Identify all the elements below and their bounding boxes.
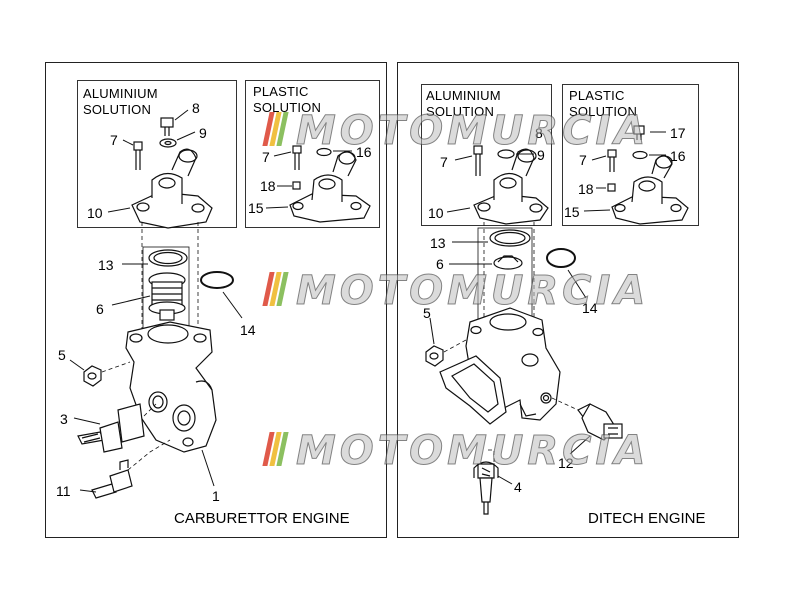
right-seal-ring-13 <box>452 227 533 323</box>
right-label-7-al: 7 <box>440 154 448 170</box>
left-label-6: 6 <box>96 301 104 317</box>
right-label-9: 9 <box>537 147 545 163</box>
right-label-18: 18 <box>578 181 594 197</box>
right-plastic-washer-16 <box>632 150 666 160</box>
right-sensor-12 <box>551 397 623 455</box>
left-label-1: 1 <box>212 488 220 504</box>
right-label-10: 10 <box>428 205 444 221</box>
left-o-ring-14 <box>200 271 243 319</box>
left-thermostat-housing-1 <box>125 321 217 487</box>
left-seal-ring-13 <box>122 246 190 334</box>
watermark-motomurcia-bottom: MOTOMURCIA <box>295 428 650 475</box>
left-plastic-caption-line1: PLASTIC <box>253 84 309 99</box>
left-aluminium-screw-7 <box>107 139 143 213</box>
left-label-7-pl: 7 <box>262 149 270 165</box>
left-plastic-caption-line2: SOLUTION <box>253 100 322 115</box>
left-label-15: 15 <box>248 200 264 216</box>
right-plastic-solution-box <box>562 84 699 226</box>
left-plastic-screw-7 <box>273 145 302 170</box>
left-sensor-11 <box>79 439 171 499</box>
watermark-stripes-bottom <box>262 432 296 466</box>
left-aluminium-caption-line1: ALUMINIUM <box>83 86 158 101</box>
right-label-4: 4 <box>514 479 522 495</box>
carburettor-engine-panel <box>45 62 387 538</box>
left-aluminium-thermostat-cover <box>131 148 213 229</box>
carburettor-engine-title: CARBURETTOR ENGINE <box>174 510 350 527</box>
right-label-6: 6 <box>436 256 444 272</box>
right-plastic-plug-18 <box>583 183 616 212</box>
watermark-stripes-middle <box>262 272 296 306</box>
right-plastic-bolt-17 <box>633 125 666 140</box>
ditech-engine-title: DITECH ENGINE <box>588 510 706 527</box>
left-label-3: 3 <box>60 411 68 427</box>
left-label-10: 10 <box>87 205 103 221</box>
left-plastic-solution-box <box>245 80 380 228</box>
right-spark-plug-4 <box>473 449 513 515</box>
ditech-engine-panel <box>397 62 739 538</box>
right-label-12: 12 <box>558 455 574 471</box>
right-plastic-screw-7 <box>591 149 617 172</box>
right-nut-5 <box>425 317 467 367</box>
right-plastic-caption-line1: PLASTIC <box>569 88 625 103</box>
left-plastic-plug-18 <box>265 181 301 209</box>
right-label-14: 14 <box>582 300 598 316</box>
left-thermostat-6 <box>111 272 186 321</box>
right-label-15: 15 <box>564 204 580 220</box>
right-aluminium-washer-9 <box>497 149 534 159</box>
watermark-stripes-top <box>262 112 296 146</box>
right-aluminium-caption-line1: ALUMINIUM <box>426 88 501 103</box>
watermark-motomurcia-middle: MOTOMURCIA <box>295 268 650 315</box>
right-label-5: 5 <box>423 305 431 321</box>
right-label-7-pl: 7 <box>579 152 587 168</box>
left-aluminium-solution-box <box>77 80 237 228</box>
left-plastic-thermostat-cover <box>289 151 371 223</box>
left-temperature-sensor-3 <box>73 403 157 453</box>
right-thermostat-housing <box>439 307 561 425</box>
right-aluminium-screw-7 <box>446 145 483 213</box>
left-label-14: 14 <box>240 322 256 338</box>
left-aluminium-bolt-8 <box>160 109 189 136</box>
right-plastic-caption-line2: SOLUTION <box>569 104 638 119</box>
left-label-18: 18 <box>260 178 276 194</box>
left-label-9: 9 <box>199 125 207 141</box>
right-o-ring-14 <box>546 248 587 299</box>
left-label-8: 8 <box>192 100 200 116</box>
left-label-13: 13 <box>98 257 114 273</box>
left-aluminium-washer-9 <box>159 131 196 148</box>
right-aluminium-solution-box <box>421 84 552 226</box>
left-plastic-washer-16 <box>316 147 352 157</box>
right-aluminium-thermostat-cover <box>473 148 549 225</box>
right-label-17: 17 <box>670 125 686 141</box>
right-thermostat-6 <box>449 255 523 270</box>
right-label-16: 16 <box>670 148 686 164</box>
left-label-16: 16 <box>356 144 372 160</box>
left-aluminium-caption-line2: SOLUTION <box>83 102 152 117</box>
right-aluminium-caption-line2: SOLUTION <box>426 104 495 119</box>
right-label-8: 8 <box>535 125 543 141</box>
left-nut-5 <box>69 359 131 387</box>
left-label-11: 11 <box>56 483 71 499</box>
left-label-7-al: 7 <box>110 132 118 148</box>
left-label-5: 5 <box>58 347 66 363</box>
right-label-13: 13 <box>430 235 446 251</box>
right-plastic-thermostat-cover <box>611 155 689 225</box>
watermark-motomurcia-top: MOTOMURCIA <box>295 108 650 155</box>
